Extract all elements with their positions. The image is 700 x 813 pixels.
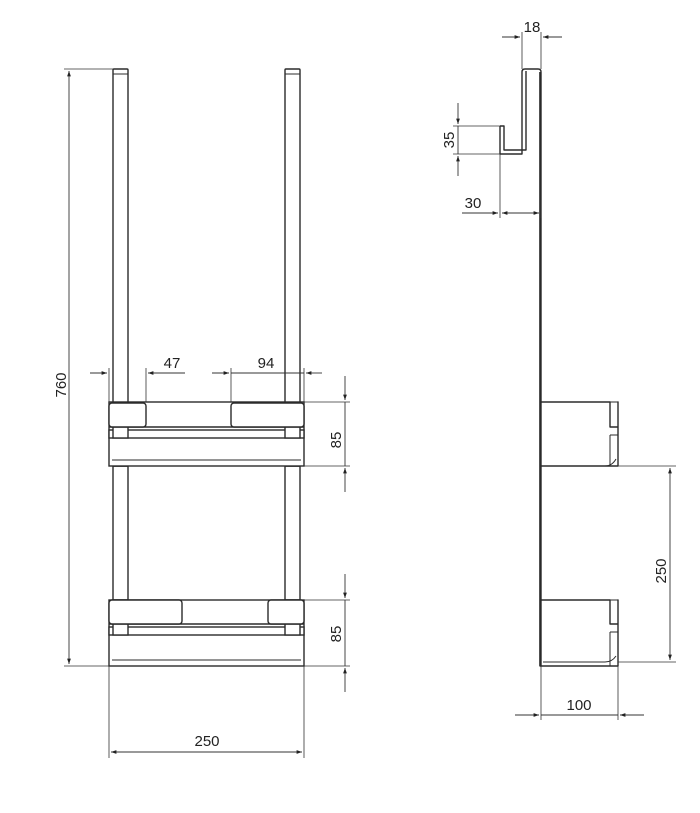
dim-94: 94 — [212, 355, 322, 402]
side-upper-shelf-body — [541, 401, 619, 467]
side-lower-shelf-body — [541, 599, 619, 667]
lower-right-pad — [267, 599, 305, 625]
upper-shelf-rail — [108, 429, 305, 439]
dim-35: 35 — [441, 103, 500, 176]
dim-85-lower: 85 — [304, 574, 350, 692]
side-hook-profile — [499, 68, 542, 667]
dim-18-label: 18 — [524, 19, 541, 36]
lower-right-clip — [284, 623, 301, 636]
dim-250-width-label: 250 — [194, 733, 219, 750]
dim-760-label: 760 — [53, 372, 70, 397]
upper-right-clip — [284, 426, 301, 439]
upper-left-pad — [108, 402, 147, 428]
upper-left-clip — [112, 426, 129, 439]
dim-18: 18 — [502, 19, 562, 69]
right-lower-upright — [284, 465, 301, 601]
dim-250-width: 250 — [108, 666, 305, 758]
dim-100: 100 — [515, 666, 644, 720]
lower-left-clip — [112, 623, 129, 636]
upper-shelf — [108, 401, 305, 467]
dim-47: 47 — [90, 355, 185, 402]
dim-85-upper: 85 — [304, 376, 350, 492]
dim-94-label: 94 — [258, 355, 275, 372]
dim-85-lower-label: 85 — [328, 626, 345, 643]
dim-760: 760 — [53, 68, 113, 667]
front-view: 760 250 47 94 — [53, 68, 350, 758]
dim-85-upper-label: 85 — [328, 432, 345, 449]
lower-shelf-rail — [108, 626, 305, 636]
dim-250-spacing-label: 250 — [653, 558, 670, 583]
dim-35-label: 35 — [441, 132, 458, 149]
upper-right-pad — [230, 402, 305, 428]
dim-47-label: 47 — [164, 355, 181, 372]
side-lower-shelf — [541, 599, 619, 667]
dim-30-label: 30 — [465, 195, 482, 212]
dim-250-spacing: 250 — [618, 465, 676, 663]
dim-100-label: 100 — [566, 697, 591, 714]
side-upper-shelf — [541, 401, 619, 467]
left-lower-upright — [112, 465, 129, 601]
dim-30: 30 — [462, 154, 542, 218]
lower-left-pad — [108, 599, 183, 625]
lower-shelf — [108, 599, 305, 667]
side-view: 18 35 30 250 — [441, 19, 676, 720]
